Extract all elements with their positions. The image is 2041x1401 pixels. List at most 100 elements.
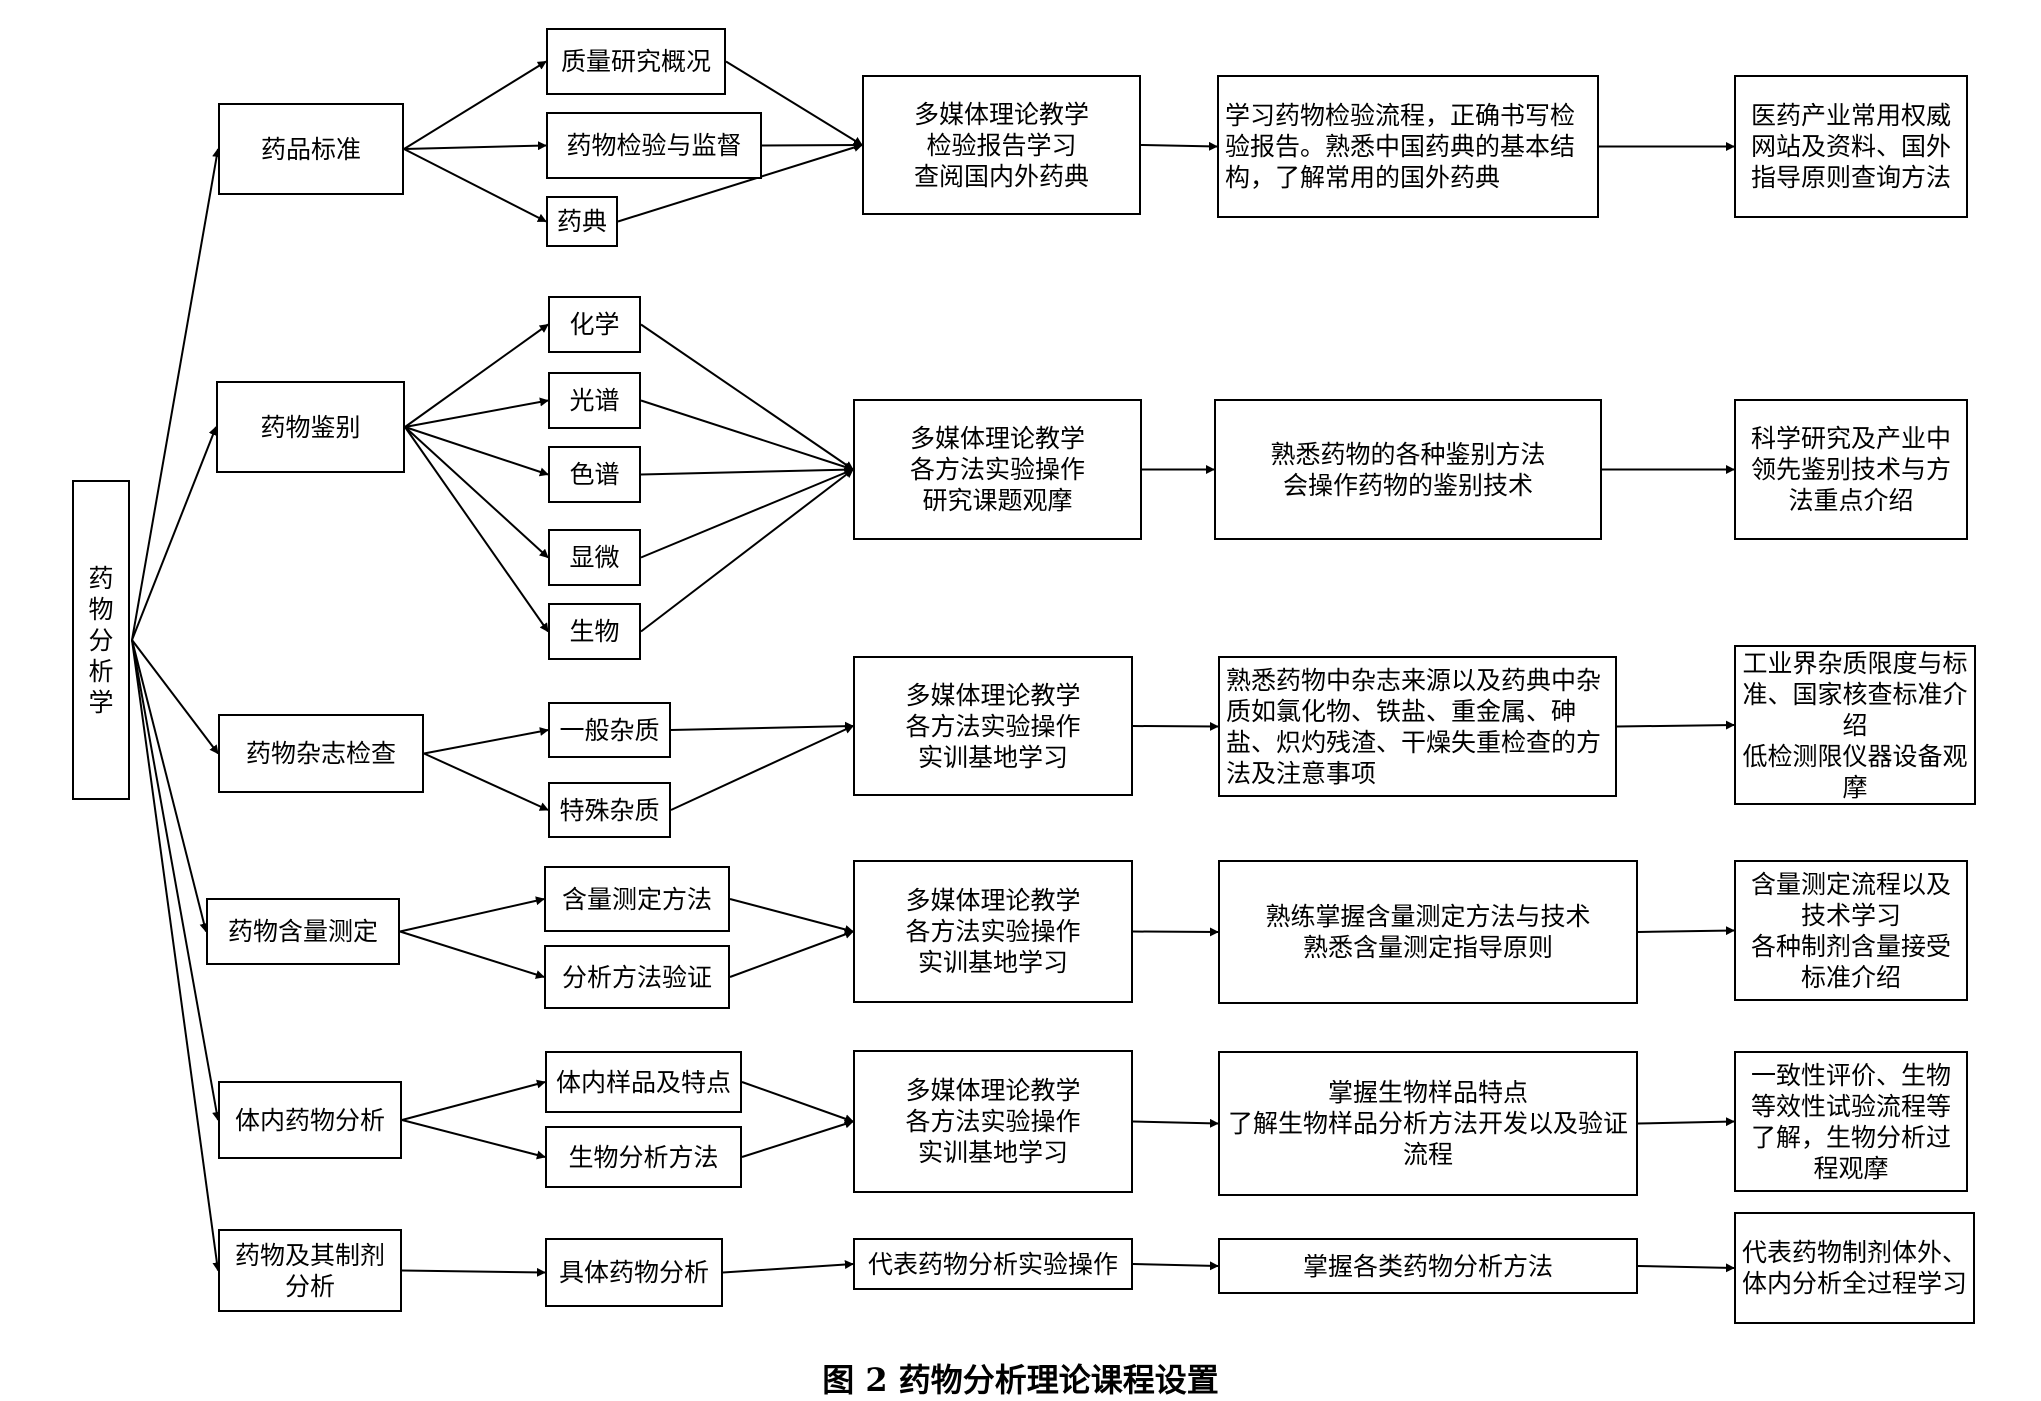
category-to-topic-arrow [404, 426, 549, 633]
topic-to-method-arrow [640, 399, 854, 472]
topic-node: 一般杂质 [548, 702, 671, 758]
method-to-objective-arrow [1140, 141, 1218, 151]
topic-node-label: 药物检验与监督 [566, 131, 742, 160]
topic-node: 显微 [548, 529, 641, 586]
topic-node: 特殊杂质 [548, 782, 671, 838]
teaching-method-node-label: 多媒体理论教学 各方法实验操作 实训基地学习 [905, 680, 1081, 772]
teaching-method-node-label: 多媒体理论教学 各方法实验操作 研究课题观摩 [909, 424, 1085, 515]
objective-to-extension-arrow [1637, 1117, 1735, 1127]
topic-node: 具体药物分析 [545, 1238, 723, 1307]
topic-to-method-arrow [640, 323, 854, 471]
category-node-label: 药物及其制剂 分析 [234, 1240, 385, 1301]
learning-objective-node-label: 学习药物检验流程，正确书写检验报告。熟悉中国药典的基本结构，了解常用的国外药典 [1225, 101, 1576, 192]
extension-node-label: 含量测定流程以及技术学习 各种制剂含量接受标准介绍 [1750, 869, 1951, 992]
objective-to-extension-arrow [1616, 720, 1735, 730]
topic-to-method-arrow [670, 721, 854, 731]
category-node: 药物杂志检查 [218, 714, 424, 793]
category-node: 药品标准 [218, 103, 404, 195]
category-node-label: 药物含量测定 [227, 917, 378, 946]
learning-objective-node-label: 掌握各类药物分析方法 [1302, 1251, 1553, 1281]
category-node-label: 药物鉴别 [260, 412, 361, 442]
teaching-method-node: 多媒体理论教学 各方法实验操作 实训基地学习 [853, 656, 1133, 796]
topic-node: 光谱 [548, 372, 641, 429]
topic-to-method-arrow [741, 1081, 854, 1124]
root-to-category-arrow [131, 639, 222, 1121]
learning-objective-node: 学习药物检验流程，正确书写检验报告。熟悉中国药典的基本结构，了解常用的国外药典 [1217, 75, 1599, 218]
topic-to-method-arrow [761, 140, 863, 150]
extension-node-label: 科学研究及产业中领先鉴别技术与方法重点介绍 [1750, 424, 1951, 515]
category-to-topic-arrow [403, 60, 547, 150]
extension-node: 一致性评价、生物等效性试验流程等了解，生物分析过程观摩 [1734, 1051, 1968, 1192]
topic-node: 分析方法验证 [544, 945, 730, 1009]
category-node: 药物鉴别 [216, 381, 405, 473]
category-node-label: 药品标准 [260, 134, 361, 164]
topic-to-method-arrow [670, 725, 854, 811]
category-to-topic-arrow [404, 397, 549, 428]
topic-node-label: 化学 [569, 310, 620, 339]
teaching-method-node: 代表药物分析实验操作 [853, 1238, 1133, 1290]
learning-objective-node-label: 掌握生物样品特点 了解生物样品分析方法开发以及验证流程 [1227, 1078, 1628, 1169]
topic-to-method-arrow [640, 465, 854, 476]
root-node: 药物分析学 [72, 480, 130, 800]
topic-node: 色谱 [548, 446, 641, 503]
category-to-topic-arrow [404, 426, 549, 559]
category-node: 药物及其制剂 分析 [218, 1229, 402, 1312]
extension-node: 工业界杂质限度与标准、国家核查标准介绍 低检测限仪器设备观摩 [1734, 645, 1976, 805]
topic-to-method-arrow [729, 898, 854, 934]
topic-to-method-arrow [617, 143, 863, 223]
teaching-method-node-label: 代表药物分析实验操作 [867, 1249, 1118, 1279]
teaching-method-node: 多媒体理论教学 各方法实验操作 实训基地学习 [853, 1050, 1133, 1193]
category-to-topic-arrow [401, 1267, 546, 1277]
topic-node-label: 分析方法验证 [561, 962, 712, 992]
topic-to-method-arrow [722, 1260, 854, 1274]
teaching-method-node: 多媒体理论教学 检验报告学习 查阅国内外药典 [862, 75, 1141, 215]
teaching-method-node-label: 多媒体理论教学 各方法实验操作 实训基地学习 [905, 1076, 1081, 1167]
category-node: 体内药物分析 [218, 1081, 402, 1159]
method-to-objective-arrow [1132, 927, 1219, 937]
learning-objective-node: 掌握各类药物分析方法 [1218, 1238, 1638, 1294]
topic-node-label: 光谱 [569, 386, 620, 415]
learning-objective-node-label: 熟悉药物的各种鉴别方法 会操作药物的鉴别技术 [1270, 439, 1546, 500]
category-to-topic-arrow [423, 752, 549, 811]
objective-to-extension-arrow [1637, 926, 1735, 936]
topic-node: 生物分析方法 [545, 1126, 742, 1188]
topic-node-label: 一般杂质 [559, 715, 660, 745]
learning-objective-node-label: 熟悉药物中杂志来源以及药典中杂质如氯化物、铁盐、重金属、砷盐、炽灼残渣、干燥失重… [1226, 665, 1602, 788]
extension-node-label: 医药产业常用权威网站及资料、国外指导原则查询方法 [1750, 101, 1951, 192]
topic-node: 含量测定方法 [544, 866, 730, 932]
topic-node: 质量研究概况 [546, 28, 726, 95]
topic-node-label: 生物 [569, 617, 620, 646]
figure-caption: 图 2 药物分析理论课程设置 [822, 1361, 1219, 1399]
root-to-category-arrow [131, 639, 209, 933]
topic-node-label: 含量测定方法 [561, 884, 712, 914]
root-to-category-arrow [131, 148, 222, 641]
category-to-topic-arrow [404, 323, 549, 428]
topic-node-label: 生物分析方法 [568, 1142, 719, 1172]
topic-node: 药典 [546, 196, 618, 247]
root-to-category-arrow [131, 639, 222, 1272]
topic-node-label: 质量研究概况 [560, 47, 711, 76]
teaching-method-node-label: 多媒体理论教学 各方法实验操作 实训基地学习 [905, 886, 1081, 977]
teaching-method-node: 多媒体理论教学 各方法实验操作 实训基地学习 [853, 860, 1133, 1003]
topic-node: 药物检验与监督 [546, 112, 762, 179]
topic-to-method-arrow [741, 1119, 854, 1158]
category-to-topic-arrow [403, 148, 547, 223]
category-node-label: 体内药物分析 [234, 1105, 385, 1135]
method-to-objective-arrow [1132, 721, 1219, 731]
topic-to-method-arrow [640, 468, 854, 559]
topic-node-label: 药典 [556, 207, 607, 236]
learning-objective-node: 掌握生物样品特点 了解生物样品分析方法开发以及验证流程 [1218, 1051, 1638, 1196]
topic-node: 体内样品及特点 [545, 1051, 742, 1113]
method-to-objective-arrow [1132, 1261, 1219, 1271]
learning-objective-node: 熟悉药物中杂志来源以及药典中杂质如氯化物、铁盐、重金属、砷盐、炽灼残渣、干燥失重… [1218, 656, 1617, 797]
category-to-topic-arrow [403, 141, 547, 151]
category-to-topic-arrow [399, 896, 545, 933]
root-node-label: 药物分析学 [88, 563, 114, 717]
category-node-label: 药物杂志检查 [245, 739, 396, 768]
category-node: 药物含量测定 [206, 898, 400, 965]
topic-to-method-arrow [729, 930, 854, 978]
category-to-topic-arrow [423, 727, 549, 755]
topic-to-method-arrow [640, 468, 854, 633]
